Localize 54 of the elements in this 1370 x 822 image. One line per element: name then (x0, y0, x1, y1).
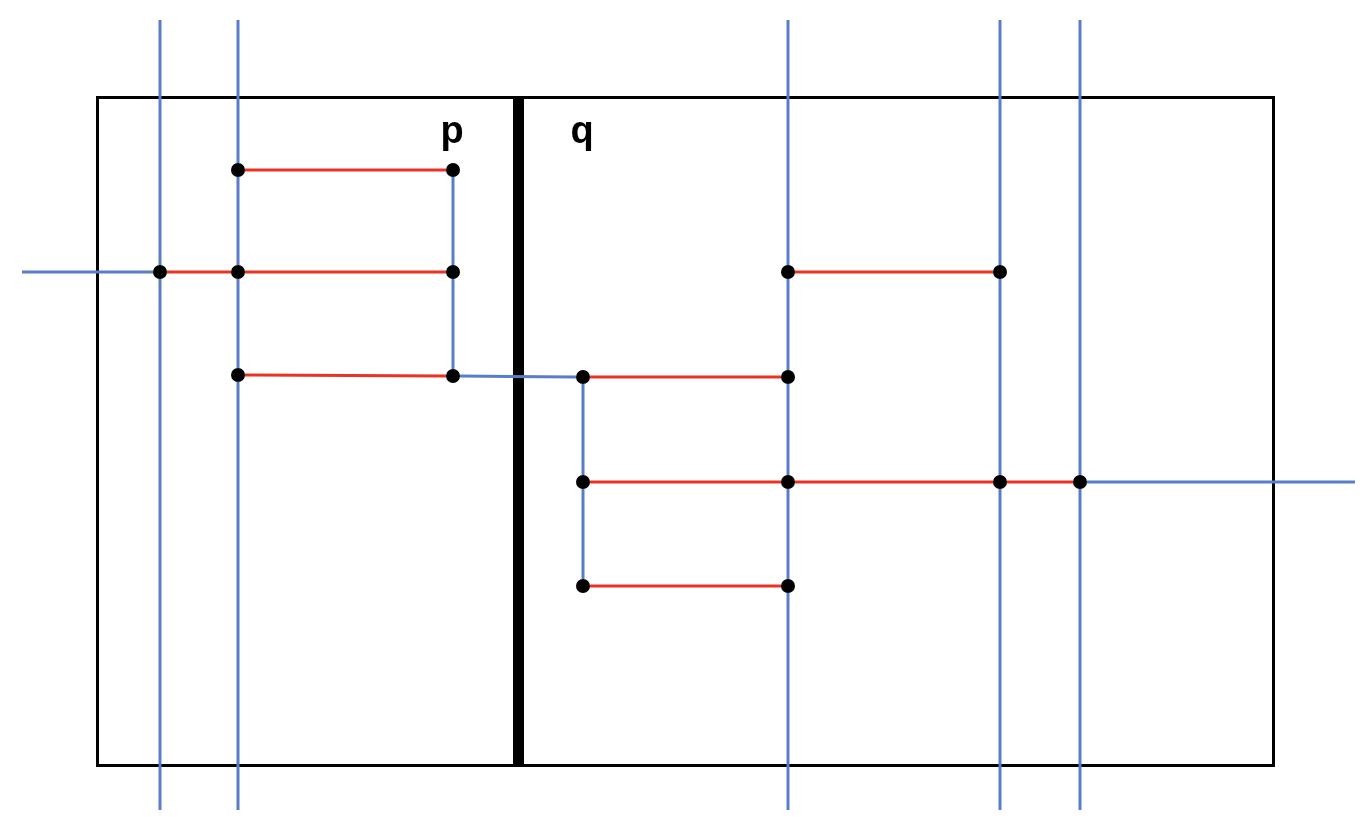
connector-line (451, 177, 455, 265)
node-dot (446, 163, 460, 177)
node-dot (576, 370, 590, 384)
connector-line (998, 20, 1002, 265)
connector-line (795, 270, 993, 274)
connector-line (998, 279, 1002, 475)
node-dot (446, 265, 460, 279)
node-dot (576, 475, 590, 489)
connector-line (998, 489, 1002, 810)
connector-line (590, 375, 781, 379)
connector-line (1078, 20, 1082, 475)
node-dot (231, 163, 245, 177)
node-dot (993, 475, 1007, 489)
node-dot (231, 265, 245, 279)
node-dot (781, 579, 795, 593)
connector-line (786, 20, 790, 265)
connector-line (581, 489, 585, 579)
node-dot (993, 265, 1007, 279)
connector-line (245, 270, 446, 274)
connector-line (1087, 480, 1355, 484)
connector-line (786, 489, 790, 579)
connector-line (1078, 489, 1082, 810)
connector-line (236, 382, 240, 810)
connector-line (786, 593, 790, 810)
node-dot (231, 368, 245, 382)
node-dot (1073, 475, 1087, 489)
node-dot (781, 475, 795, 489)
connector-line (158, 20, 162, 265)
node-dot (446, 369, 460, 383)
connector-line (167, 270, 231, 274)
connector-line (158, 279, 162, 810)
connector-line (786, 279, 790, 370)
region-label: q (570, 111, 594, 149)
region-box (96, 96, 519, 767)
connector-line (795, 480, 993, 484)
connector-line (590, 480, 781, 484)
region-box (519, 96, 1275, 767)
connector-line (236, 20, 240, 163)
connector-line (581, 384, 585, 475)
connector-line (236, 177, 240, 265)
region-label: p (440, 111, 464, 149)
connector-line (451, 279, 455, 369)
node-dot (576, 579, 590, 593)
connector-line (22, 270, 153, 274)
node-dot (781, 265, 795, 279)
connector-line (236, 279, 240, 368)
connector-line (460, 374, 576, 379)
node-dot (153, 265, 167, 279)
connector-line (786, 384, 790, 475)
connector-line (1007, 480, 1073, 484)
connector-line (245, 168, 446, 172)
node-dot (781, 370, 795, 384)
connector-line (245, 373, 446, 378)
connector-line (590, 584, 781, 588)
